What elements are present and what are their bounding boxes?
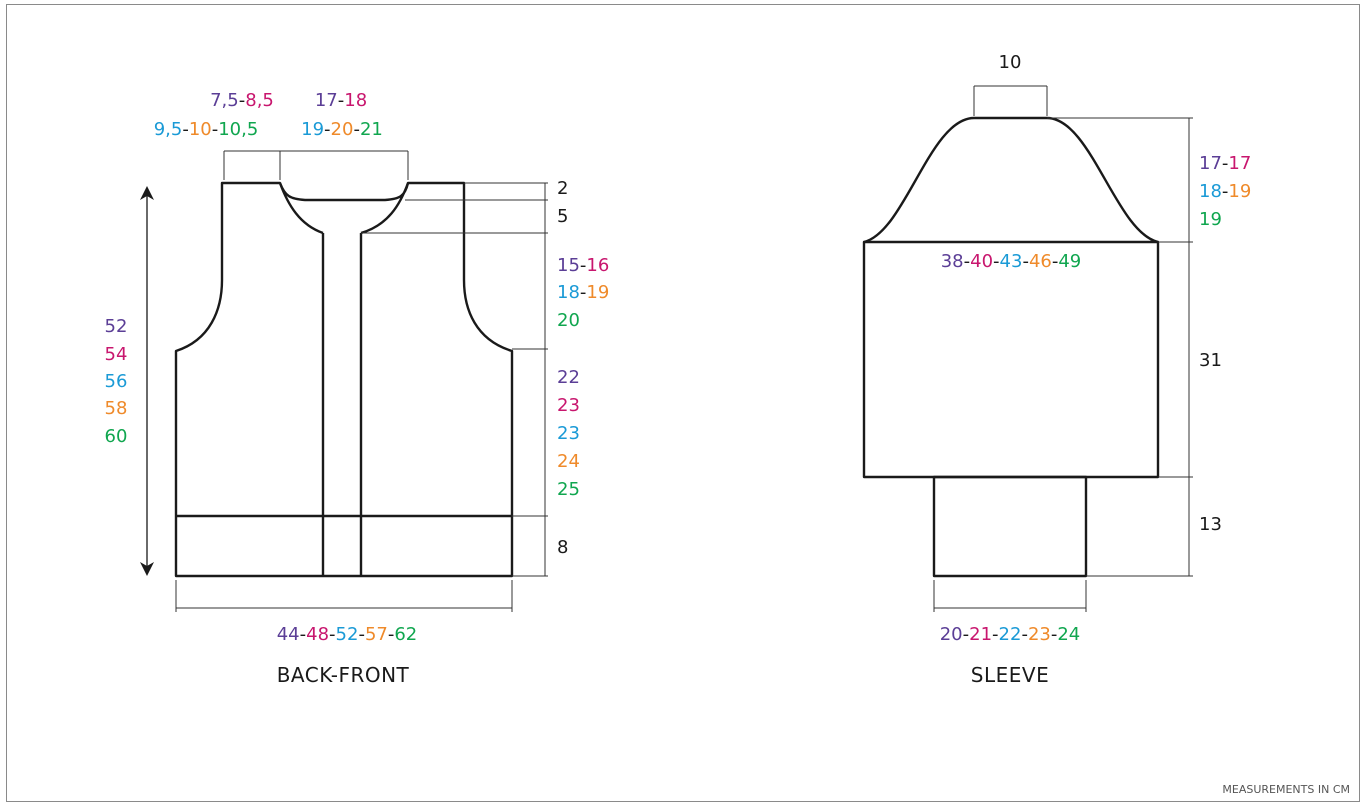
neck-depth-2-label: 2 bbox=[557, 178, 568, 199]
neck-width-label-2: 19-20-21 bbox=[301, 119, 383, 140]
length-label-5: 60 bbox=[105, 426, 128, 447]
cap-height-label-3: 19 bbox=[1199, 209, 1222, 230]
shoulder-width-label-2: 9,5-10-10,5 bbox=[154, 119, 259, 140]
diagram-frame bbox=[6, 4, 1360, 802]
length-label-4: 58 bbox=[105, 398, 128, 419]
armhole-label-2: 18-19 bbox=[557, 282, 609, 303]
cuff-length-label: 13 bbox=[1199, 514, 1222, 535]
neck-depth-5-label: 5 bbox=[557, 206, 568, 227]
sleeve-title: SLEEVE bbox=[971, 663, 1049, 687]
side-label-1: 22 bbox=[557, 367, 580, 388]
back-front-outline bbox=[174, 181, 514, 578]
measurements-note: MEASUREMENTS IN CM bbox=[1222, 783, 1350, 796]
neck-width-label-1: 17-18 bbox=[315, 90, 367, 111]
length-label-3: 56 bbox=[105, 371, 128, 392]
armhole-label-3: 20 bbox=[557, 310, 580, 331]
width-label: 44-48-52-57-62 bbox=[277, 624, 418, 645]
length-label-2: 54 bbox=[105, 344, 128, 365]
cap-height-label-2: 18-19 bbox=[1199, 181, 1251, 202]
side-label-5: 25 bbox=[557, 479, 580, 500]
cuff-width-label: 20-21-22-23-24 bbox=[940, 624, 1081, 645]
sleeve-body bbox=[862, 240, 1160, 479]
top-width-label: 10 bbox=[999, 52, 1022, 73]
back-front-piece: 7,5-8,5 9,5-10-10,5 17-18 19-20-21 52 54… bbox=[105, 90, 610, 687]
side-label-4: 24 bbox=[557, 451, 580, 472]
ribbing-label: 8 bbox=[557, 537, 568, 558]
shoulder-width-label-1: 7,5-8,5 bbox=[210, 90, 274, 111]
armhole-label-1: 15-16 bbox=[557, 255, 609, 276]
cap-height-label-1: 17-17 bbox=[1199, 153, 1251, 174]
front-neck-curve-right bbox=[360, 182, 410, 235]
side-label-3: 23 bbox=[557, 423, 580, 444]
sleeve-piece: 10 17-17 18-19 19 38-40-43-46-49 31 13 2… bbox=[862, 52, 1251, 687]
upper-width-label: 38-40-43-46-49 bbox=[941, 251, 1082, 272]
length-label-1: 52 bbox=[105, 316, 128, 337]
sleeve-cap-outline bbox=[863, 116, 1159, 244]
sleeve-cuff bbox=[932, 475, 1088, 578]
front-neck-curve bbox=[278, 182, 324, 235]
body-length-label: 31 bbox=[1199, 350, 1222, 371]
back-front-title: BACK-FRONT bbox=[277, 663, 410, 687]
side-label-2: 23 bbox=[557, 395, 580, 416]
